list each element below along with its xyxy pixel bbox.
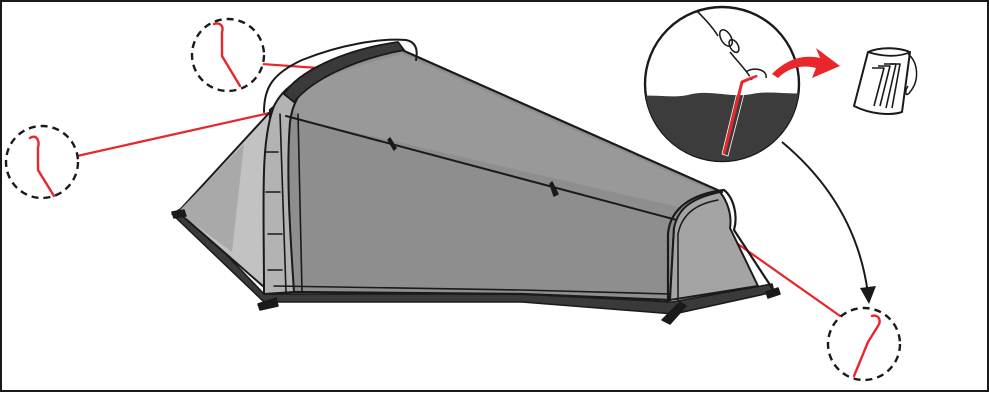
curved-arrow-icon [782,142,868,294]
curved-arrow-head [860,286,876,304]
stake-detail-circle-icon [6,126,78,198]
stake-detail-rear [828,308,900,380]
curved-arrow [782,142,876,304]
stake-zoom-magnifier [632,6,812,172]
stake-detail-circle-icon [192,19,264,91]
stake-bag [854,48,917,114]
stake-detail-left [6,126,78,198]
stake-detail-top-left [192,19,264,91]
stake-detail-circle-icon [828,308,900,380]
stake-bag-icon [854,48,910,114]
zoom-ground-soil [632,92,812,172]
